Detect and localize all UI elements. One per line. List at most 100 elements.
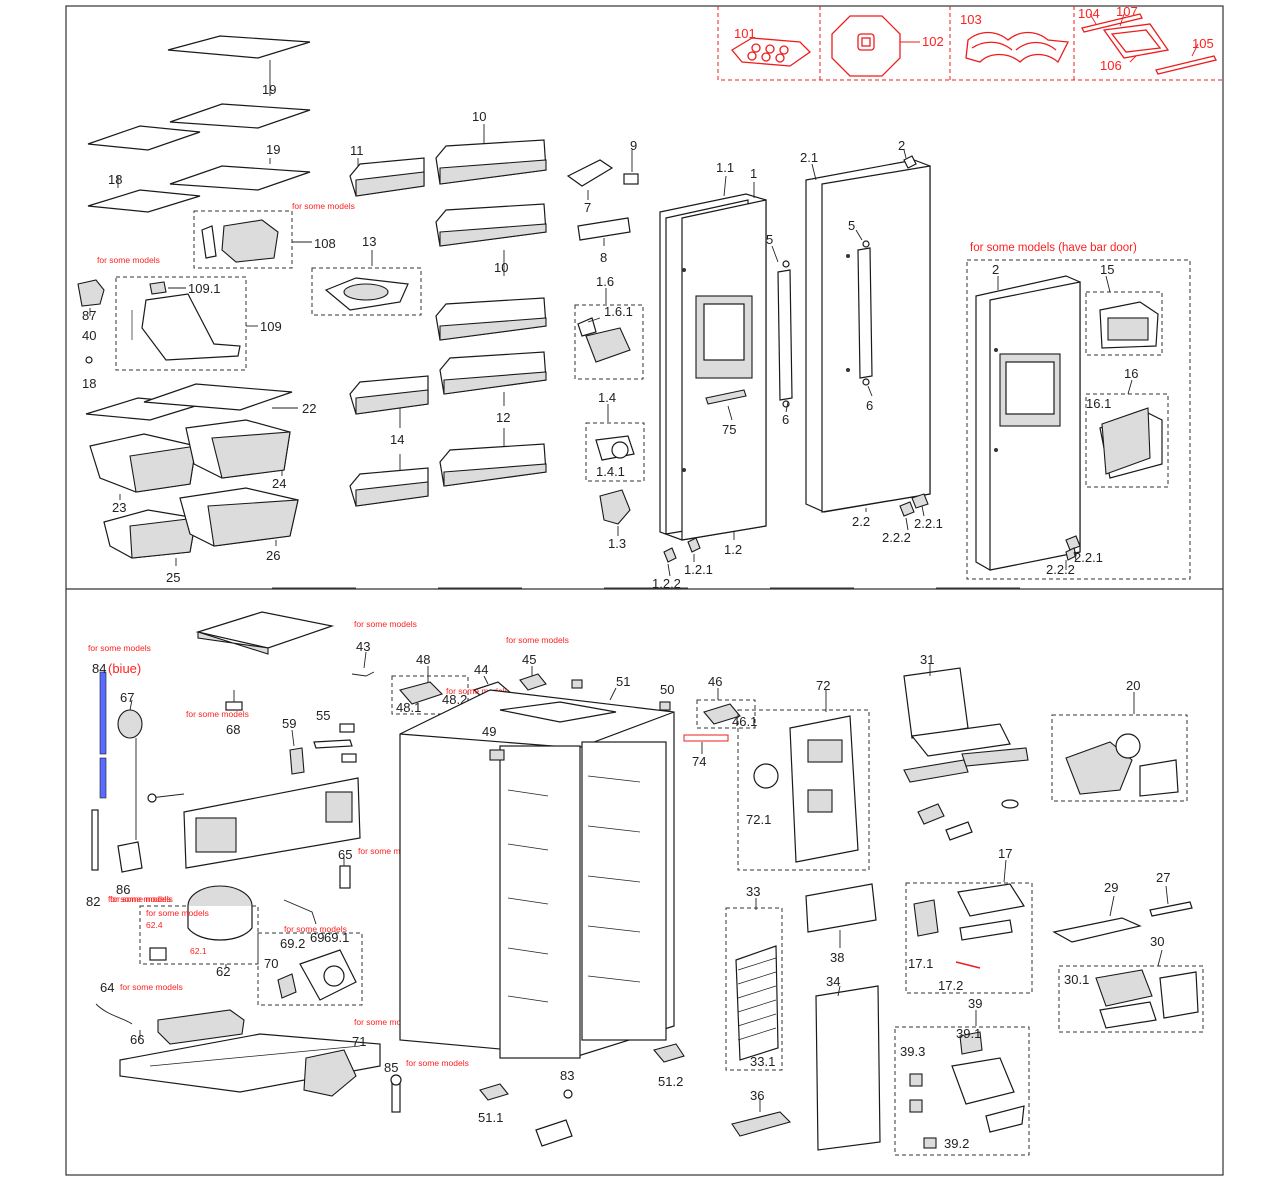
label-43: 43 xyxy=(356,639,370,654)
label-11: 11 xyxy=(350,143,364,158)
freezer-door-1 xyxy=(659,175,793,577)
label-45: 45 xyxy=(522,652,536,667)
ice-bucket-20 xyxy=(1051,692,1188,802)
label-17-2: 17.2 xyxy=(938,978,963,993)
label-46-1: 46.1 xyxy=(732,714,757,729)
label-34: 34 xyxy=(826,974,840,989)
label-1-2-1: 1.2.1 xyxy=(684,562,713,577)
label-71: 71 xyxy=(352,1034,366,1049)
label-48-2: 48.2 xyxy=(442,692,467,707)
label-5a: 5 xyxy=(766,232,773,247)
label-19b: 19 xyxy=(266,142,280,157)
label-69-2: 69.2 xyxy=(280,936,305,951)
label-75: 75 xyxy=(722,422,736,437)
label-18b: 18 xyxy=(82,376,96,391)
label-29: 29 xyxy=(1104,880,1118,895)
part-68 xyxy=(225,690,243,711)
label-10a: 10 xyxy=(472,109,486,124)
wine-rack-103 xyxy=(965,31,1070,64)
label-82: 82 xyxy=(86,894,100,909)
label-7: 7 xyxy=(584,200,591,215)
cabinet-51 xyxy=(399,679,675,1059)
label-68: 68 xyxy=(226,722,240,737)
note-45: for some models xyxy=(506,635,569,645)
label-70: 70 xyxy=(264,956,278,971)
note-bar-door: for some models (have bar door) xyxy=(970,242,1137,254)
glass-shelves xyxy=(87,35,311,213)
ice-chute-31 xyxy=(903,664,1029,841)
note-87: for some models xyxy=(97,255,160,265)
ice-box-108 xyxy=(193,210,312,269)
label-24: 24 xyxy=(272,476,286,491)
label-1: 1 xyxy=(750,166,757,181)
label-6a: 6 xyxy=(782,412,789,427)
label-86: 86 xyxy=(116,882,130,897)
capillary-67-86 xyxy=(117,699,143,873)
label-31: 31 xyxy=(920,652,934,667)
ice-maker-frame-109 xyxy=(115,276,258,371)
label-25: 25 xyxy=(166,570,180,585)
hinges-51 xyxy=(479,1043,685,1147)
label-30-1: 30.1 xyxy=(1064,972,1089,987)
part-87-40 xyxy=(77,279,105,364)
label-33-1: 33.1 xyxy=(750,1054,775,1069)
label-87: 87 xyxy=(82,308,96,323)
label-1-4: 1.4 xyxy=(598,390,616,405)
label-48: 48 xyxy=(416,652,430,667)
ice-maker-17 xyxy=(905,859,1033,994)
label-2-2-1: 2.2.1 xyxy=(914,516,943,531)
note-43: for some models xyxy=(354,619,417,629)
note-compressor: for some models xyxy=(108,894,171,904)
bar-door-variant xyxy=(966,259,1191,580)
dispenser-39 xyxy=(894,1010,1030,1156)
part-85 xyxy=(390,1074,402,1113)
label-51: 51 xyxy=(616,674,630,689)
label-65: 65 xyxy=(338,847,352,862)
egg-tray-101 xyxy=(731,37,812,67)
label-1-6: 1.6 xyxy=(596,274,614,289)
note-68: for some models xyxy=(186,709,249,719)
label-1-6-1: 1.6.1 xyxy=(604,304,633,319)
label-49: 49 xyxy=(482,724,496,739)
door-bins xyxy=(349,124,547,507)
note-86: for some models xyxy=(110,894,173,904)
label-39: 39 xyxy=(968,996,982,1011)
sensor-43 xyxy=(351,651,375,677)
label-101: 101 xyxy=(734,26,756,41)
label-15: 15 xyxy=(1100,262,1114,277)
label-1-2: 1.2 xyxy=(724,542,742,557)
label-39-3: 39.3 xyxy=(900,1044,925,1059)
label-26: 26 xyxy=(266,548,280,563)
note-48: for some models xyxy=(446,686,509,696)
label-102: 102 xyxy=(922,34,944,49)
label-14: 14 xyxy=(390,432,404,447)
note-71: for some models xyxy=(354,1017,417,1027)
label-51-2: 51.2 xyxy=(658,1074,683,1089)
parts-29-27 xyxy=(1052,885,1193,943)
label-107: 107 xyxy=(1116,4,1138,19)
label-109: 109 xyxy=(260,319,282,334)
label-59: 59 xyxy=(282,716,296,731)
label-23: 23 xyxy=(112,500,126,515)
label-8: 8 xyxy=(600,250,607,265)
label-109-1: 109.1 xyxy=(188,281,221,296)
parts-59-55 xyxy=(289,723,357,775)
label-1-3: 1.3 xyxy=(608,536,626,551)
label-27: 27 xyxy=(1156,870,1170,885)
label-38: 38 xyxy=(830,950,844,965)
label-1-4-1: 1.4.1 xyxy=(596,464,625,479)
label-2-2: 2.2 xyxy=(852,514,870,529)
label-16-1: 16.1 xyxy=(1086,396,1111,411)
compressor-62 xyxy=(139,885,259,968)
label-39-1: 39.1 xyxy=(956,1026,981,1041)
label-104: 104 xyxy=(1078,6,1100,21)
label-84: 84 xyxy=(92,661,106,676)
label-39-2: 39.2 xyxy=(944,1136,969,1151)
label-10b: 10 xyxy=(494,260,508,275)
label-19a: 19 xyxy=(262,82,276,97)
label-2a: 2 xyxy=(898,138,905,153)
accessory-strip: 101 102 103 104 107 105 106 xyxy=(717,4,1223,81)
label-40: 40 xyxy=(82,328,96,343)
part-65 xyxy=(339,858,351,889)
